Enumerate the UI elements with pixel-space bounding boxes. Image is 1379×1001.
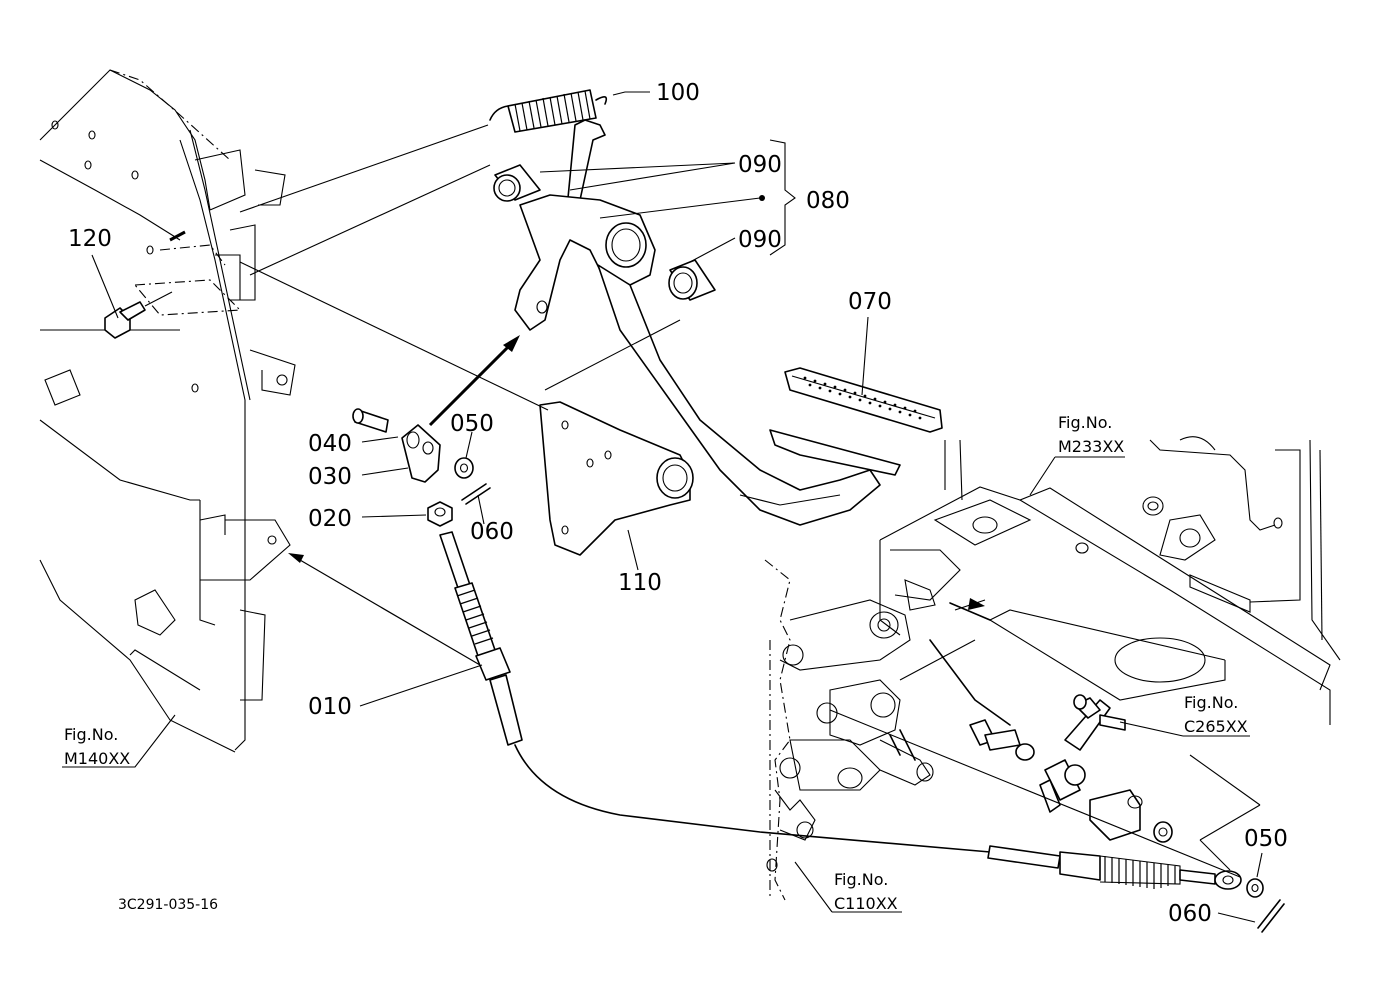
assembly-lines: [829, 598, 1261, 878]
pedal-pad: [784, 367, 943, 433]
drawing-code: 3C291-035-16: [118, 897, 218, 913]
brake-lever-linkage: [929, 639, 1173, 843]
label-010: 010: [308, 694, 352, 720]
cotter-pin-lower: [1257, 899, 1285, 933]
lock-nut: [427, 501, 453, 527]
label-110: 110: [618, 570, 662, 596]
clevis-pin: [352, 408, 389, 433]
return-spring: [239, 89, 608, 213]
label-030: 030: [308, 464, 352, 490]
label-020: 020: [308, 506, 352, 532]
washer-lower: [1246, 878, 1264, 898]
left-frame-panel: [39, 69, 296, 753]
fig-ref-c265-code: C265XX: [1184, 717, 1248, 736]
bolt: [104, 291, 173, 339]
pedal-pivot-bracket: [764, 559, 934, 901]
clevis-yoke: [401, 424, 441, 483]
bushing-upper: [493, 164, 541, 202]
assembly-arrows: [169, 230, 520, 666]
fig-ref-c265-title: Fig.No.: [1184, 693, 1238, 712]
cotter-pin-upper: [461, 483, 491, 505]
fig-ref-m233-title: Fig.No.: [1058, 413, 1112, 432]
washer-upper: [454, 457, 474, 479]
figure-references: Fig.No. M233XX Fig.No. C265XX Fig.No. M1…: [64, 413, 1248, 913]
fig-ref-m140-code: M140XX: [64, 749, 130, 768]
part-number-labels: 100 090 080 090 120 070 040 050 030 020 …: [68, 80, 1288, 927]
label-060-upper: 060: [470, 519, 514, 545]
label-050-upper: 050: [450, 411, 494, 437]
transmission-housing: [944, 436, 1341, 661]
bushing-lower: [668, 259, 716, 301]
crossbar-frame: [879, 486, 1331, 725]
label-090-lower: 090: [738, 227, 782, 253]
label-120: 120: [68, 226, 112, 252]
fig-ref-m140-title: Fig.No.: [64, 725, 118, 744]
fig-ref-m233-code: M233XX: [1058, 437, 1124, 456]
leader-lines: [62, 91, 1263, 923]
fig-ref-c110-title: Fig.No.: [834, 870, 888, 889]
fig-ref-c110-code: C110XX: [834, 894, 898, 913]
brake-cable: [439, 531, 1242, 890]
pedal-bracket: [239, 164, 694, 556]
label-070: 070: [848, 289, 892, 315]
label-040: 040: [308, 431, 352, 457]
label-100: 100: [656, 80, 700, 106]
label-060-lower: 060: [1168, 901, 1212, 927]
label-080: 080: [806, 188, 850, 214]
label-050-lower: 050: [1244, 826, 1288, 852]
brake-pedal-arm: [514, 119, 901, 526]
label-090-upper: 090: [738, 152, 782, 178]
